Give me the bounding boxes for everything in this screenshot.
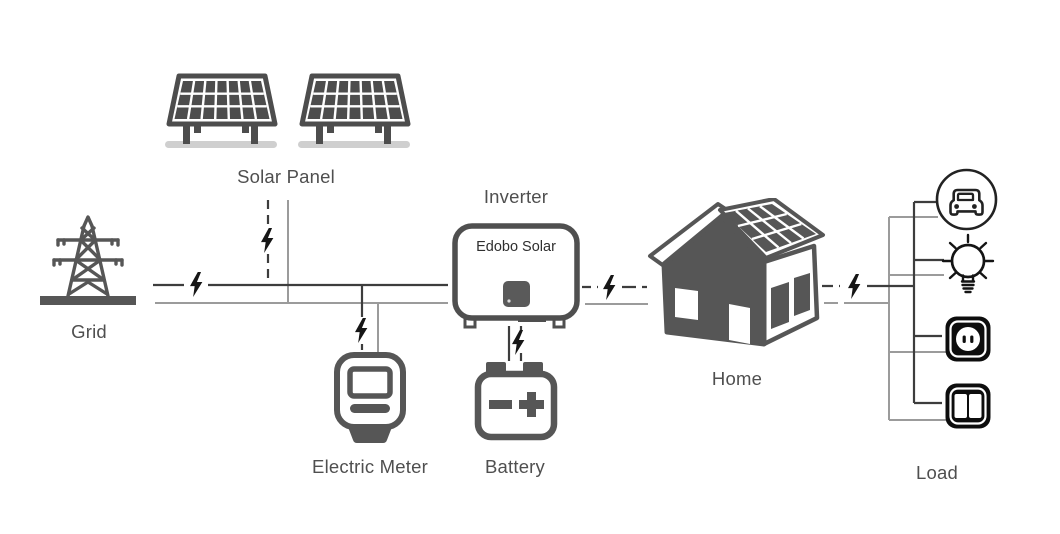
inverter-box-icon	[452, 223, 580, 329]
transmission-tower-icon	[40, 215, 136, 305]
lightning-bolt-icon	[261, 228, 274, 253]
battery-label: Battery	[484, 456, 545, 477]
ev-car-icon	[935, 168, 998, 231]
lightning-bolt-icon	[190, 272, 203, 297]
electric-meter-icon	[334, 352, 406, 443]
switch-icon	[945, 383, 991, 429]
power-outlet-icon	[945, 316, 991, 362]
electric-meter-label: Electric Meter	[312, 456, 428, 477]
solar-panel-label: Solar Panel	[237, 166, 335, 187]
house-icon	[648, 198, 825, 347]
solar-panel-icon	[165, 73, 278, 148]
lightning-bolt-icon	[848, 274, 861, 299]
battery-icon	[474, 362, 558, 441]
lightning-bolt-icon	[512, 330, 525, 355]
lightning-bolt-icon	[603, 275, 616, 300]
load-label: Load	[916, 462, 958, 483]
solar-panel-icon	[298, 73, 411, 148]
grid-label: Grid	[71, 321, 107, 342]
inverter-brand-text: Edobo Solar	[476, 239, 556, 255]
light-bulb-icon	[941, 233, 995, 294]
inverter-label: Inverter	[483, 186, 549, 207]
lightning-bolt-icon	[355, 318, 368, 343]
home-label: Home	[711, 368, 763, 389]
